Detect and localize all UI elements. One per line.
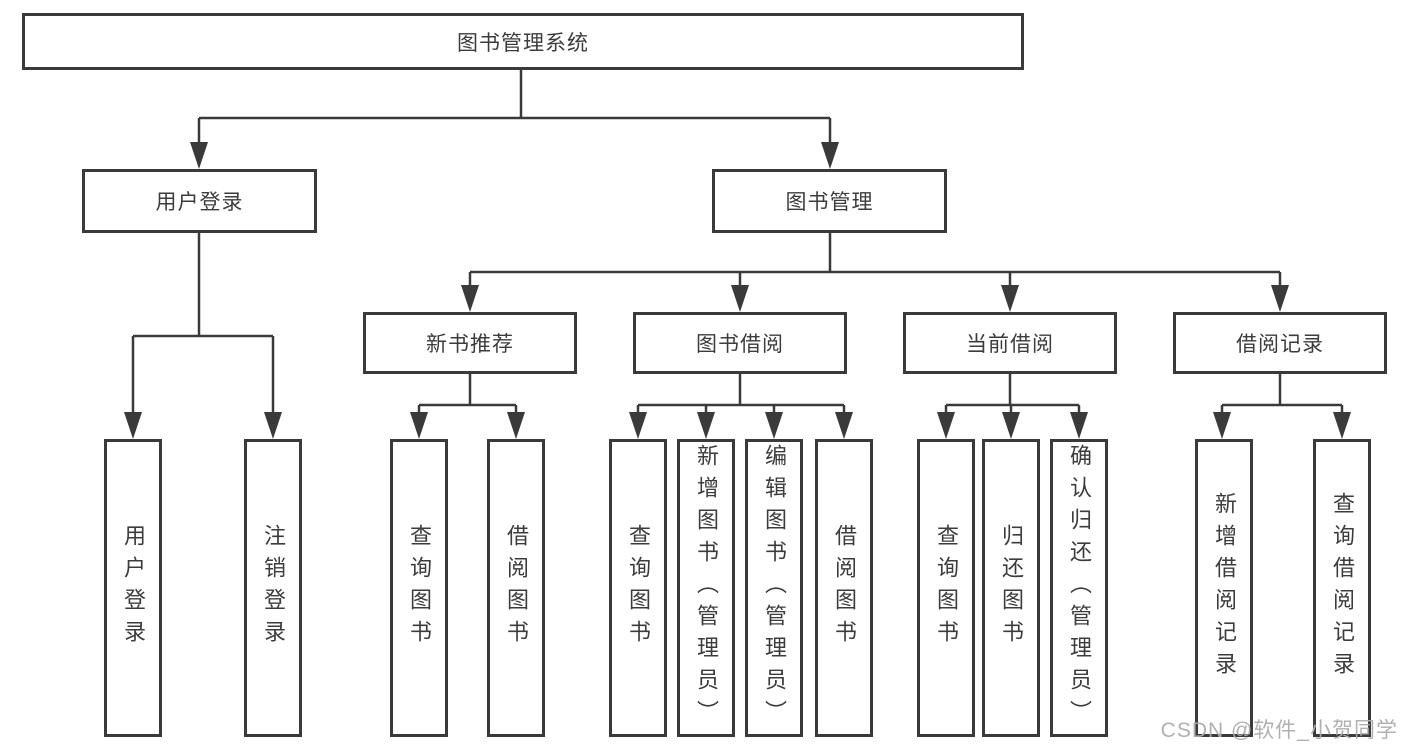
leaf-br-add-record: 新增借阅记录 bbox=[1195, 439, 1253, 737]
node-current-borrow-label: 当前借阅 bbox=[966, 333, 1054, 356]
leaf-nb-query-books-label: 查询图书 bbox=[407, 524, 432, 652]
node-new-book-recommend: 新书推荐 bbox=[363, 312, 577, 374]
leaf-bb-add-books-admin-label: 新增图书（管理员） bbox=[694, 444, 719, 732]
leaf-logout-label: 注销登录 bbox=[261, 524, 286, 652]
connector-edges bbox=[131, 68, 1344, 414]
node-borrow-records: 借阅记录 bbox=[1173, 312, 1387, 374]
leaf-nb-borrow-books: 借阅图书 bbox=[487, 439, 545, 737]
leaf-cb-confirm-return-admin-label: 确认归还（管理员） bbox=[1067, 444, 1092, 732]
leaf-nb-borrow-books-label: 借阅图书 bbox=[504, 524, 529, 652]
leaf-br-query-record: 查询借阅记录 bbox=[1313, 439, 1371, 737]
node-book-borrow-label: 图书借阅 bbox=[696, 333, 784, 356]
leaf-bb-add-books-admin: 新增图书（管理员） bbox=[677, 439, 735, 737]
leaf-bb-query-books: 查询图书 bbox=[609, 439, 667, 737]
node-new-book-recommend-label: 新书推荐 bbox=[426, 333, 514, 356]
node-root-label: 图书管理系统 bbox=[457, 31, 589, 55]
node-root-system: 图书管理系统 bbox=[22, 13, 1024, 70]
leaf-bb-edit-books-admin: 编辑图书（管理员） bbox=[745, 439, 803, 737]
node-user-login-label: 用户登录 bbox=[155, 191, 244, 214]
leaf-user-login-label: 用户登录 bbox=[121, 524, 146, 652]
leaf-br-add-record-label: 新增借阅记录 bbox=[1212, 492, 1237, 684]
leaf-bb-borrow-books-label: 借阅图书 bbox=[832, 524, 857, 652]
leaf-br-query-record-label: 查询借阅记录 bbox=[1330, 492, 1355, 684]
csdn-watermark: CSDN @软件_小贺同学 bbox=[1160, 719, 1398, 742]
arrowhead-icons bbox=[124, 142, 1351, 439]
leaf-cb-return-books-label: 归还图书 bbox=[999, 524, 1024, 652]
node-book-management: 图书管理 bbox=[712, 169, 947, 233]
node-book-management-label: 图书管理 bbox=[785, 191, 874, 214]
leaf-logout: 注销登录 bbox=[244, 439, 302, 737]
leaf-cb-query-books: 查询图书 bbox=[917, 439, 975, 737]
leaf-bb-edit-books-admin-label: 编辑图书（管理员） bbox=[762, 444, 787, 732]
leaf-user-login: 用户登录 bbox=[104, 439, 162, 737]
node-borrow-records-label: 借阅记录 bbox=[1236, 333, 1324, 356]
leaf-bb-query-books-label: 查询图书 bbox=[626, 524, 651, 652]
node-user-login: 用户登录 bbox=[82, 169, 317, 233]
leaf-cb-return-books: 归还图书 bbox=[982, 439, 1040, 737]
leaf-cb-query-books-label: 查询图书 bbox=[934, 524, 959, 652]
node-current-borrow: 当前借阅 bbox=[903, 312, 1117, 374]
node-book-borrow: 图书借阅 bbox=[633, 312, 847, 374]
leaf-cb-confirm-return-admin: 确认归还（管理员） bbox=[1050, 439, 1108, 737]
leaf-bb-borrow-books: 借阅图书 bbox=[815, 439, 873, 737]
leaf-nb-query-books: 查询图书 bbox=[390, 439, 448, 737]
